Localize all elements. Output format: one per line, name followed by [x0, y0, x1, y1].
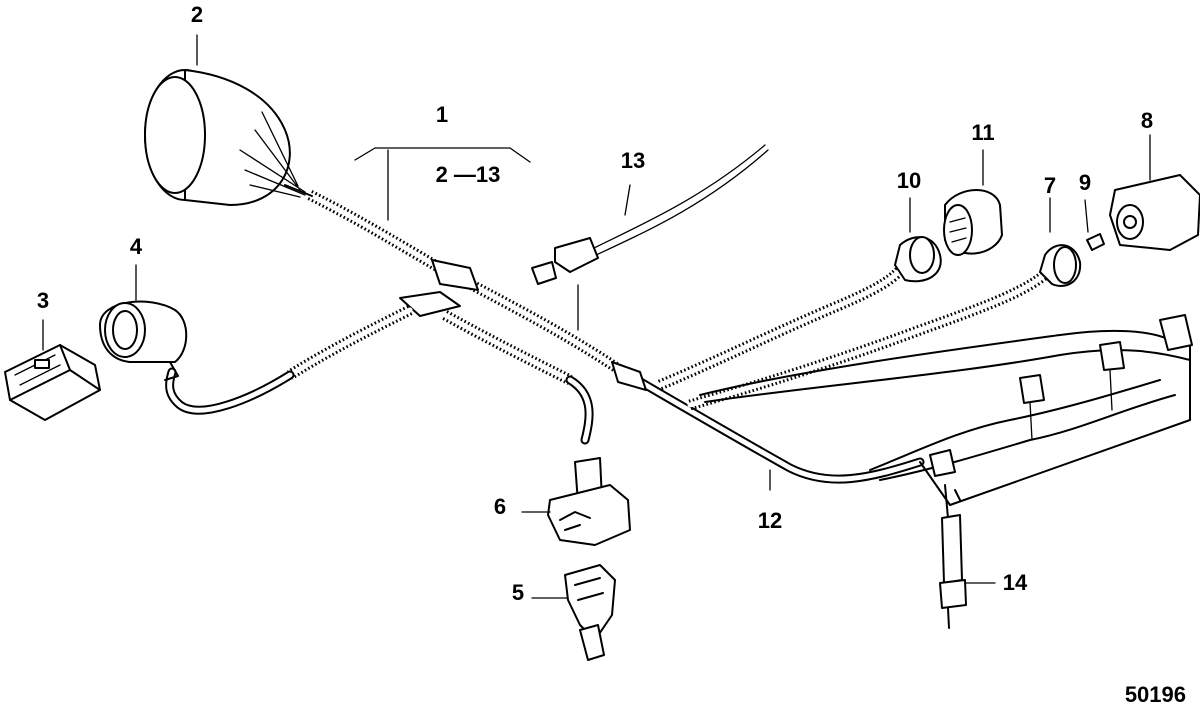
plug-item-9	[1086, 233, 1105, 251]
label-13: 13	[621, 148, 645, 173]
label-8: 8	[1141, 108, 1153, 133]
branch-right	[657, 265, 1054, 411]
sensor-item-14	[939, 484, 967, 629]
connector-item-8	[1109, 174, 1200, 251]
figure-number: 50196	[1125, 682, 1186, 707]
leader-lines	[42, 34, 1151, 599]
connector-item-3	[4, 344, 101, 421]
label-14: 14	[1003, 570, 1028, 595]
label-1: 1	[436, 102, 448, 127]
label-9: 9	[1079, 170, 1091, 195]
part-item-6	[547, 457, 631, 546]
connector-item-11	[943, 189, 1003, 256]
label-3: 3	[37, 288, 49, 313]
part-item-5	[564, 564, 616, 661]
callout-labels: 1 2 —13 2 3 4 5 6 7 8 9 10 11 12 13 14 5…	[37, 2, 1186, 707]
label-4: 4	[130, 234, 143, 259]
label-11: 11	[971, 120, 994, 145]
label-5: 5	[512, 580, 524, 605]
label-10: 10	[897, 168, 921, 193]
connector-item-4	[99, 300, 188, 381]
coil-harness	[699, 314, 1193, 506]
main-harness	[307, 190, 925, 484]
label-1-range: 2 —13	[436, 162, 501, 187]
label-7: 7	[1044, 173, 1056, 198]
label-12: 12	[758, 508, 782, 533]
connector-item-7	[1039, 244, 1082, 287]
label-6: 6	[494, 494, 506, 519]
wire-item-13	[531, 144, 769, 285]
connector-item-10	[894, 236, 942, 283]
branch-left	[165, 291, 594, 445]
label-2: 2	[191, 2, 203, 27]
connector-round-large	[144, 69, 313, 206]
